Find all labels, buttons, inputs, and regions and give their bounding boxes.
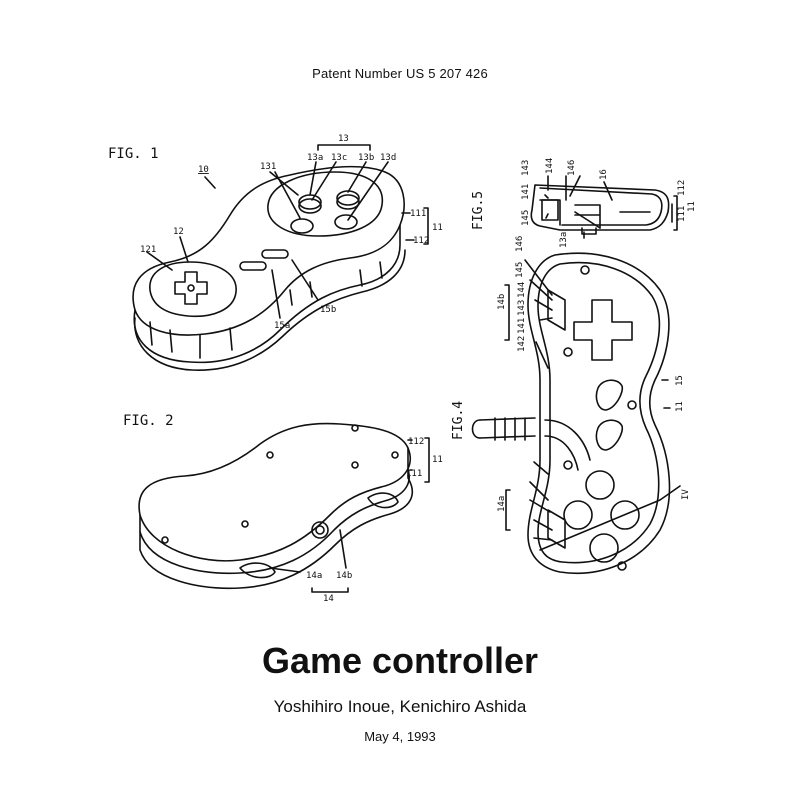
fig2-ref: 111 <box>406 469 422 479</box>
fig1-controller-drawing <box>132 144 429 371</box>
fig2-ref: 14a <box>306 571 322 581</box>
fig5-ref: 13a <box>559 232 569 248</box>
fig1-ref: 15b <box>320 305 336 315</box>
fig5-ref: 111 <box>677 206 687 222</box>
fig4-ref: IV <box>681 489 691 500</box>
fig4-label: FIG.4 <box>451 401 466 440</box>
fig2-ref: 14 <box>323 594 334 604</box>
fig1-ref: 11 <box>432 223 443 233</box>
fig4-ref: 15 <box>675 375 685 386</box>
fig5-ref: 143 <box>521 160 531 176</box>
patent-title: Game controller <box>261 640 539 681</box>
fig5-label: FIG.5 <box>471 191 486 230</box>
fig1-ref: 13d <box>380 153 396 163</box>
fig4-ref: 14b <box>497 294 507 310</box>
patent-number: Patent Number US 5 207 426 <box>312 66 488 81</box>
fig4-ref: 143 <box>517 300 527 316</box>
fig1-ref: 13c <box>331 153 347 163</box>
fig5-ref: 145 <box>521 210 531 226</box>
fig1-ref: 121 <box>140 245 156 255</box>
fig1-ref: 112 <box>413 236 429 246</box>
fig5-ref: 144 <box>545 158 555 174</box>
fig1-ref: 13 <box>338 134 349 144</box>
fig1-ref: 12 <box>173 227 184 237</box>
fig1-ref: 13a <box>307 153 323 163</box>
fig5-ref: 141 <box>521 184 531 200</box>
patent-date: May 4, 1993 <box>364 729 436 744</box>
fig4-ref: 146 <box>515 236 525 252</box>
fig4-ref: 142 <box>517 336 527 352</box>
fig5-ref: 16 <box>599 169 609 180</box>
inventor-names: Yoshihiro Inoue, Kenichiro Ashida <box>273 697 527 716</box>
fig2-ref: 112 <box>408 437 424 447</box>
fig4-ref: 14a <box>497 496 507 512</box>
fig2-ref: 11 <box>432 455 443 465</box>
fig5-ref: 146 <box>567 160 577 176</box>
fig1-label: FIG. 1 <box>108 146 159 162</box>
fig1-ref: 15a <box>274 321 290 331</box>
fig2-ref: 14b <box>336 571 352 581</box>
fig1-ref: 131 <box>260 162 276 172</box>
fig4-ref: 145 <box>515 262 525 278</box>
fig4-plan-drawing <box>471 252 681 574</box>
fig4-ref: 11 <box>675 401 685 412</box>
fig1-ref: 10 <box>198 165 209 175</box>
fig4-ref: 141 <box>517 318 527 334</box>
fig2-label: FIG. 2 <box>123 413 174 429</box>
fig4-ref: 144 <box>517 282 527 298</box>
fig2-controller-drawing <box>138 422 430 593</box>
fig5-ref: 112 <box>677 180 687 196</box>
fig5-ref: 11 <box>687 201 697 212</box>
fig1-ref: 111 <box>410 209 426 219</box>
fig1-ref: 13b <box>358 153 374 163</box>
fig5-section-drawing <box>530 175 678 239</box>
